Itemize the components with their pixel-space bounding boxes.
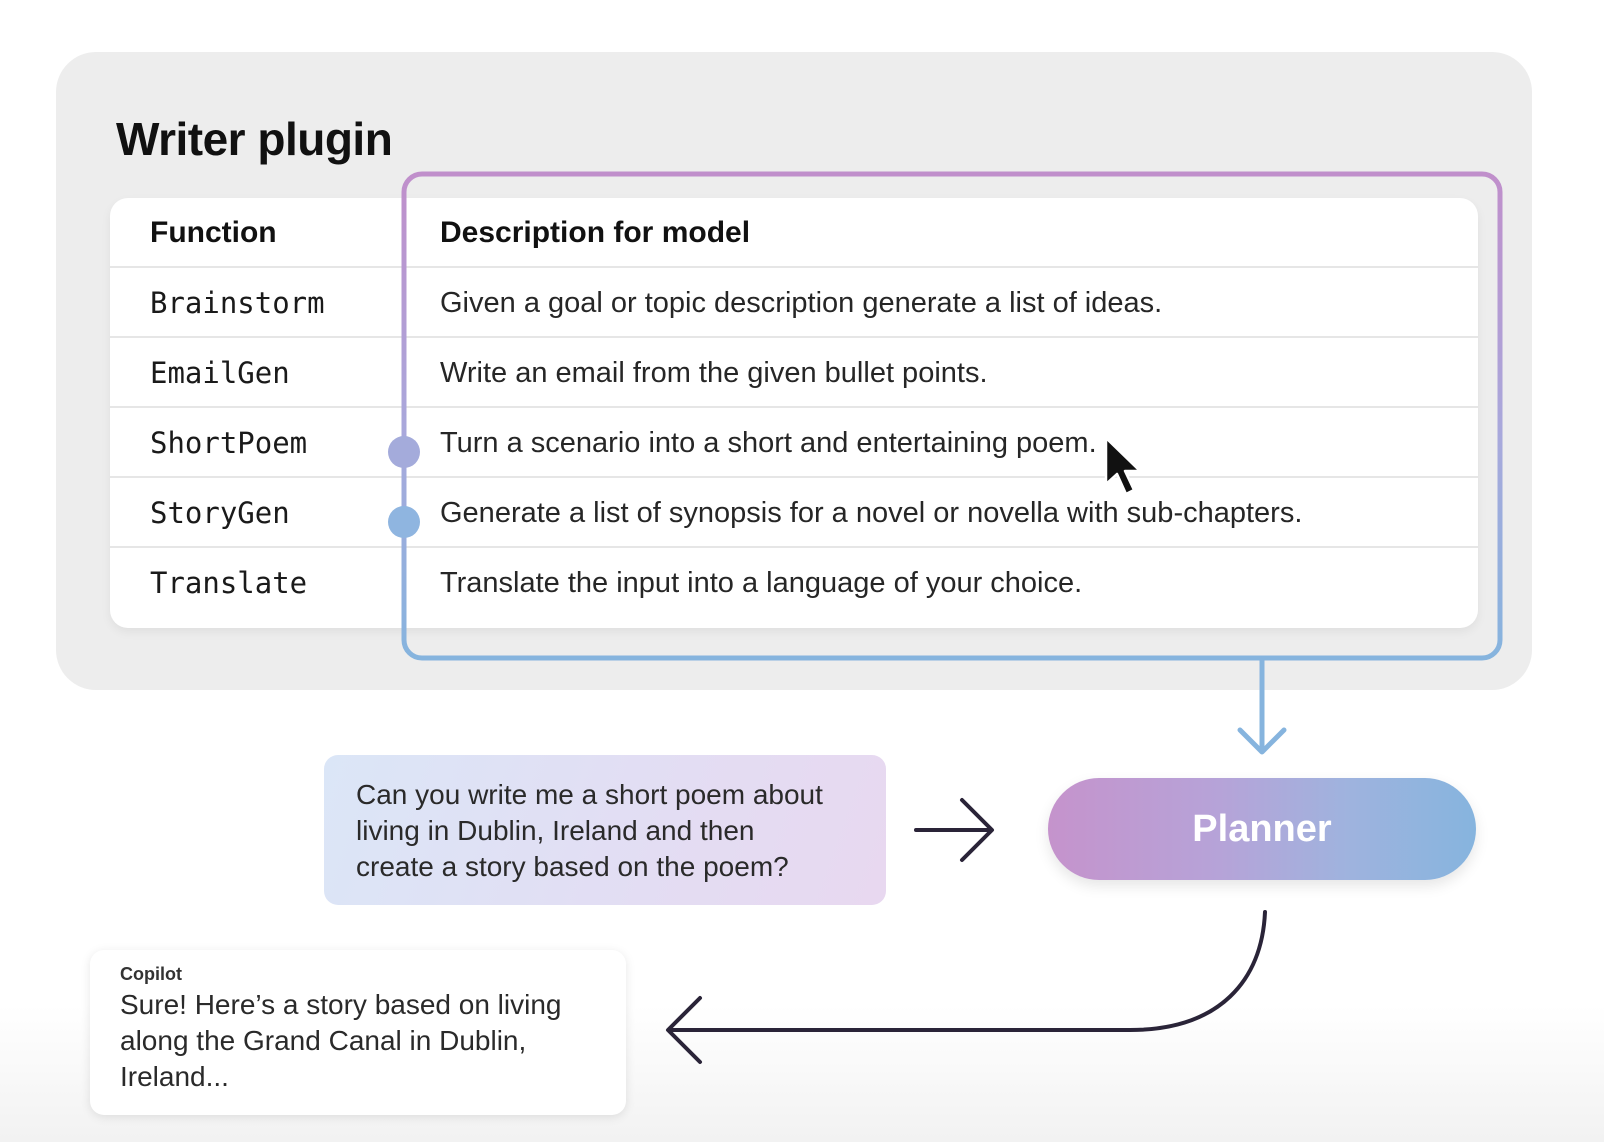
reply-line: Sure! Here’s a story based on living bbox=[120, 989, 562, 1020]
column-header-description: Description for model bbox=[440, 216, 751, 249]
function-description: Generate a list of synopsis for a novel … bbox=[440, 497, 1303, 529]
function-description: Translate the input into a language of y… bbox=[440, 567, 1083, 599]
function-name: EmailGen bbox=[150, 356, 290, 390]
function-name: Translate bbox=[150, 566, 308, 600]
column-header-function: Function bbox=[150, 216, 277, 249]
user-prompt-bubble: Can you write me a short poem about livi… bbox=[324, 755, 886, 905]
reply-sender: Copilot bbox=[120, 964, 182, 984]
planner-label: Planner bbox=[1192, 807, 1332, 850]
table-row[interactable]: ShortPoem Turn a scenario into a short a… bbox=[110, 406, 1478, 476]
function-name: Brainstorm bbox=[150, 286, 325, 320]
prompt-line: Can you write me a short poem about bbox=[356, 779, 823, 810]
function-description: Given a goal or topic description genera… bbox=[440, 287, 1163, 319]
reply-line: Ireland... bbox=[120, 1061, 229, 1092]
table-row[interactable]: Brainstorm Given a goal or topic descrip… bbox=[110, 266, 1478, 336]
copilot-reply-bubble: Copilot Sure! Here’s a story based on li… bbox=[90, 950, 626, 1115]
prompt-line: create a story based on the poem? bbox=[356, 851, 789, 882]
table-row[interactable]: EmailGen Write an email from the given b… bbox=[110, 336, 1478, 406]
curved-arrow-left-icon bbox=[666, 910, 1267, 1064]
function-name: StoryGen bbox=[150, 496, 290, 530]
planner-node: Planner bbox=[1048, 778, 1476, 880]
mouse-pointer-icon bbox=[1104, 436, 1142, 496]
arrow-right-icon bbox=[914, 798, 994, 862]
plugin-title: Writer plugin bbox=[116, 113, 393, 165]
reply-line: along the Grand Canal in Dublin, bbox=[120, 1025, 527, 1056]
function-description: Turn a scenario into a short and enterta… bbox=[440, 427, 1097, 459]
table-row[interactable]: Translate Translate the input into a lan… bbox=[110, 546, 1478, 616]
table-header-row: Function Description for model bbox=[110, 198, 1478, 268]
prompt-line: living in Dublin, Ireland and then bbox=[356, 815, 755, 846]
function-name: ShortPoem bbox=[150, 426, 308, 460]
function-description: Write an email from the given bullet poi… bbox=[440, 357, 988, 389]
table-row[interactable]: StoryGen Generate a list of synopsis for… bbox=[110, 476, 1478, 546]
functions-table: Function Description for model Brainstor… bbox=[110, 198, 1478, 628]
